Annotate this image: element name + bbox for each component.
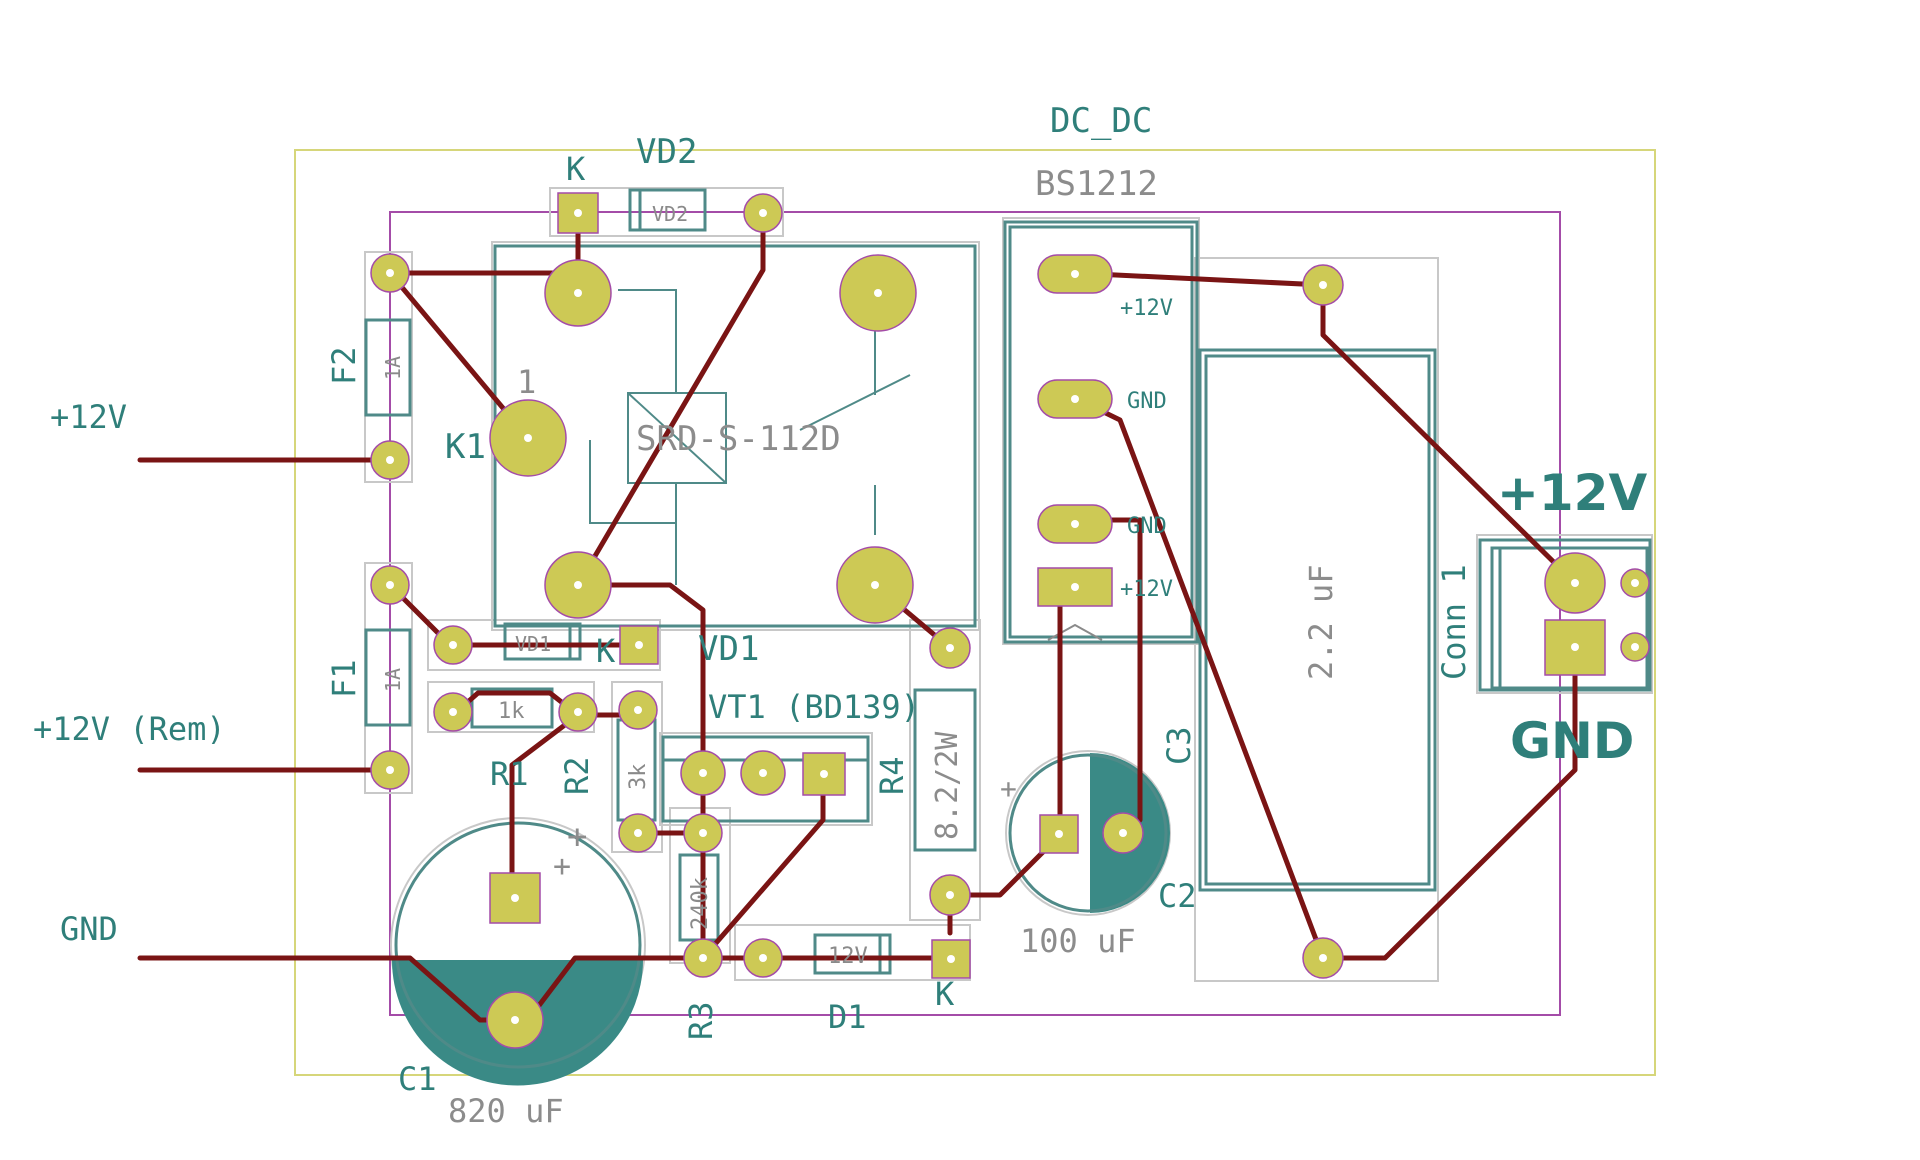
k1-ref: K1: [445, 427, 486, 467]
f1-ref: F1: [325, 659, 363, 698]
c2-ref: C2: [1158, 877, 1197, 915]
c2-value: 100 uF: [1020, 922, 1136, 960]
dcdc-pin1-marker: [1047, 623, 1103, 641]
vd1-k-label: K: [596, 632, 616, 670]
conn-ref: Conn 1: [1435, 564, 1473, 680]
c1-plus-outer: +: [567, 817, 587, 857]
conn-gnd-label: GND: [1510, 712, 1634, 770]
dcdc-pin4-label: +12V: [1120, 577, 1173, 602]
c2-capacitor: [1005, 750, 1171, 916]
f2-ref: F2: [325, 346, 363, 385]
r4-value: 8.2/2W: [930, 731, 965, 840]
drill-holes: [386, 209, 1639, 1024]
conn-12v-label: +12V: [1497, 464, 1647, 522]
c1-ref: C1: [398, 1060, 437, 1098]
dcdc-pin2-label: GND: [1127, 389, 1167, 414]
vt1-ref: VT1 (BD139): [708, 688, 920, 726]
relay-internals: [589, 289, 911, 585]
r3-ref: R3: [682, 1001, 720, 1040]
r1-value: 1k: [498, 699, 525, 724]
r3-value: 240k: [688, 877, 713, 930]
r2-ref: R2: [558, 756, 596, 795]
k1-value: SRD-S-112D: [636, 419, 841, 459]
c1-plus-inner: +: [553, 849, 571, 884]
r4-ref: R4: [873, 756, 911, 795]
c3-ref: C3: [1160, 726, 1198, 765]
d1-ref: D1: [828, 998, 867, 1036]
k1-pin1-label: 1: [517, 363, 536, 401]
vd1-mark: VD1: [515, 632, 551, 656]
c1-value: 820 uF: [448, 1092, 564, 1130]
d1-k-label: K: [935, 975, 955, 1013]
net-label-gnd: GND: [60, 910, 118, 948]
dcdc-value: BS1212: [1035, 164, 1158, 204]
board-outline: [294, 149, 1656, 1076]
dcdc-pin1-label: +12V: [1120, 296, 1173, 321]
r2-value: 3k: [626, 764, 651, 791]
vd2-mark: VD2: [652, 202, 688, 226]
net-label-12v: +12V: [50, 398, 127, 436]
dcdc-pad-4: [1037, 567, 1113, 607]
net-label-12v-rem: +12V (Rem): [33, 710, 226, 748]
d1-value: 12V: [828, 944, 868, 969]
inner-outline: [389, 211, 1561, 1016]
dcdc-ref: DC_DC: [1050, 101, 1152, 141]
f2-value: 1A: [381, 356, 405, 380]
c2-plus: +: [1000, 772, 1017, 805]
dcdc-pin3-label: GND: [1127, 514, 1167, 539]
vd1-ref: VD1: [698, 629, 759, 669]
vd2-ref: VD2: [636, 132, 697, 172]
vd2-k-label: K: [566, 150, 586, 188]
r1-ref: R1: [490, 755, 529, 793]
c3-value: 2.2 uF: [1302, 564, 1340, 680]
f1-value: 1A: [381, 668, 405, 692]
